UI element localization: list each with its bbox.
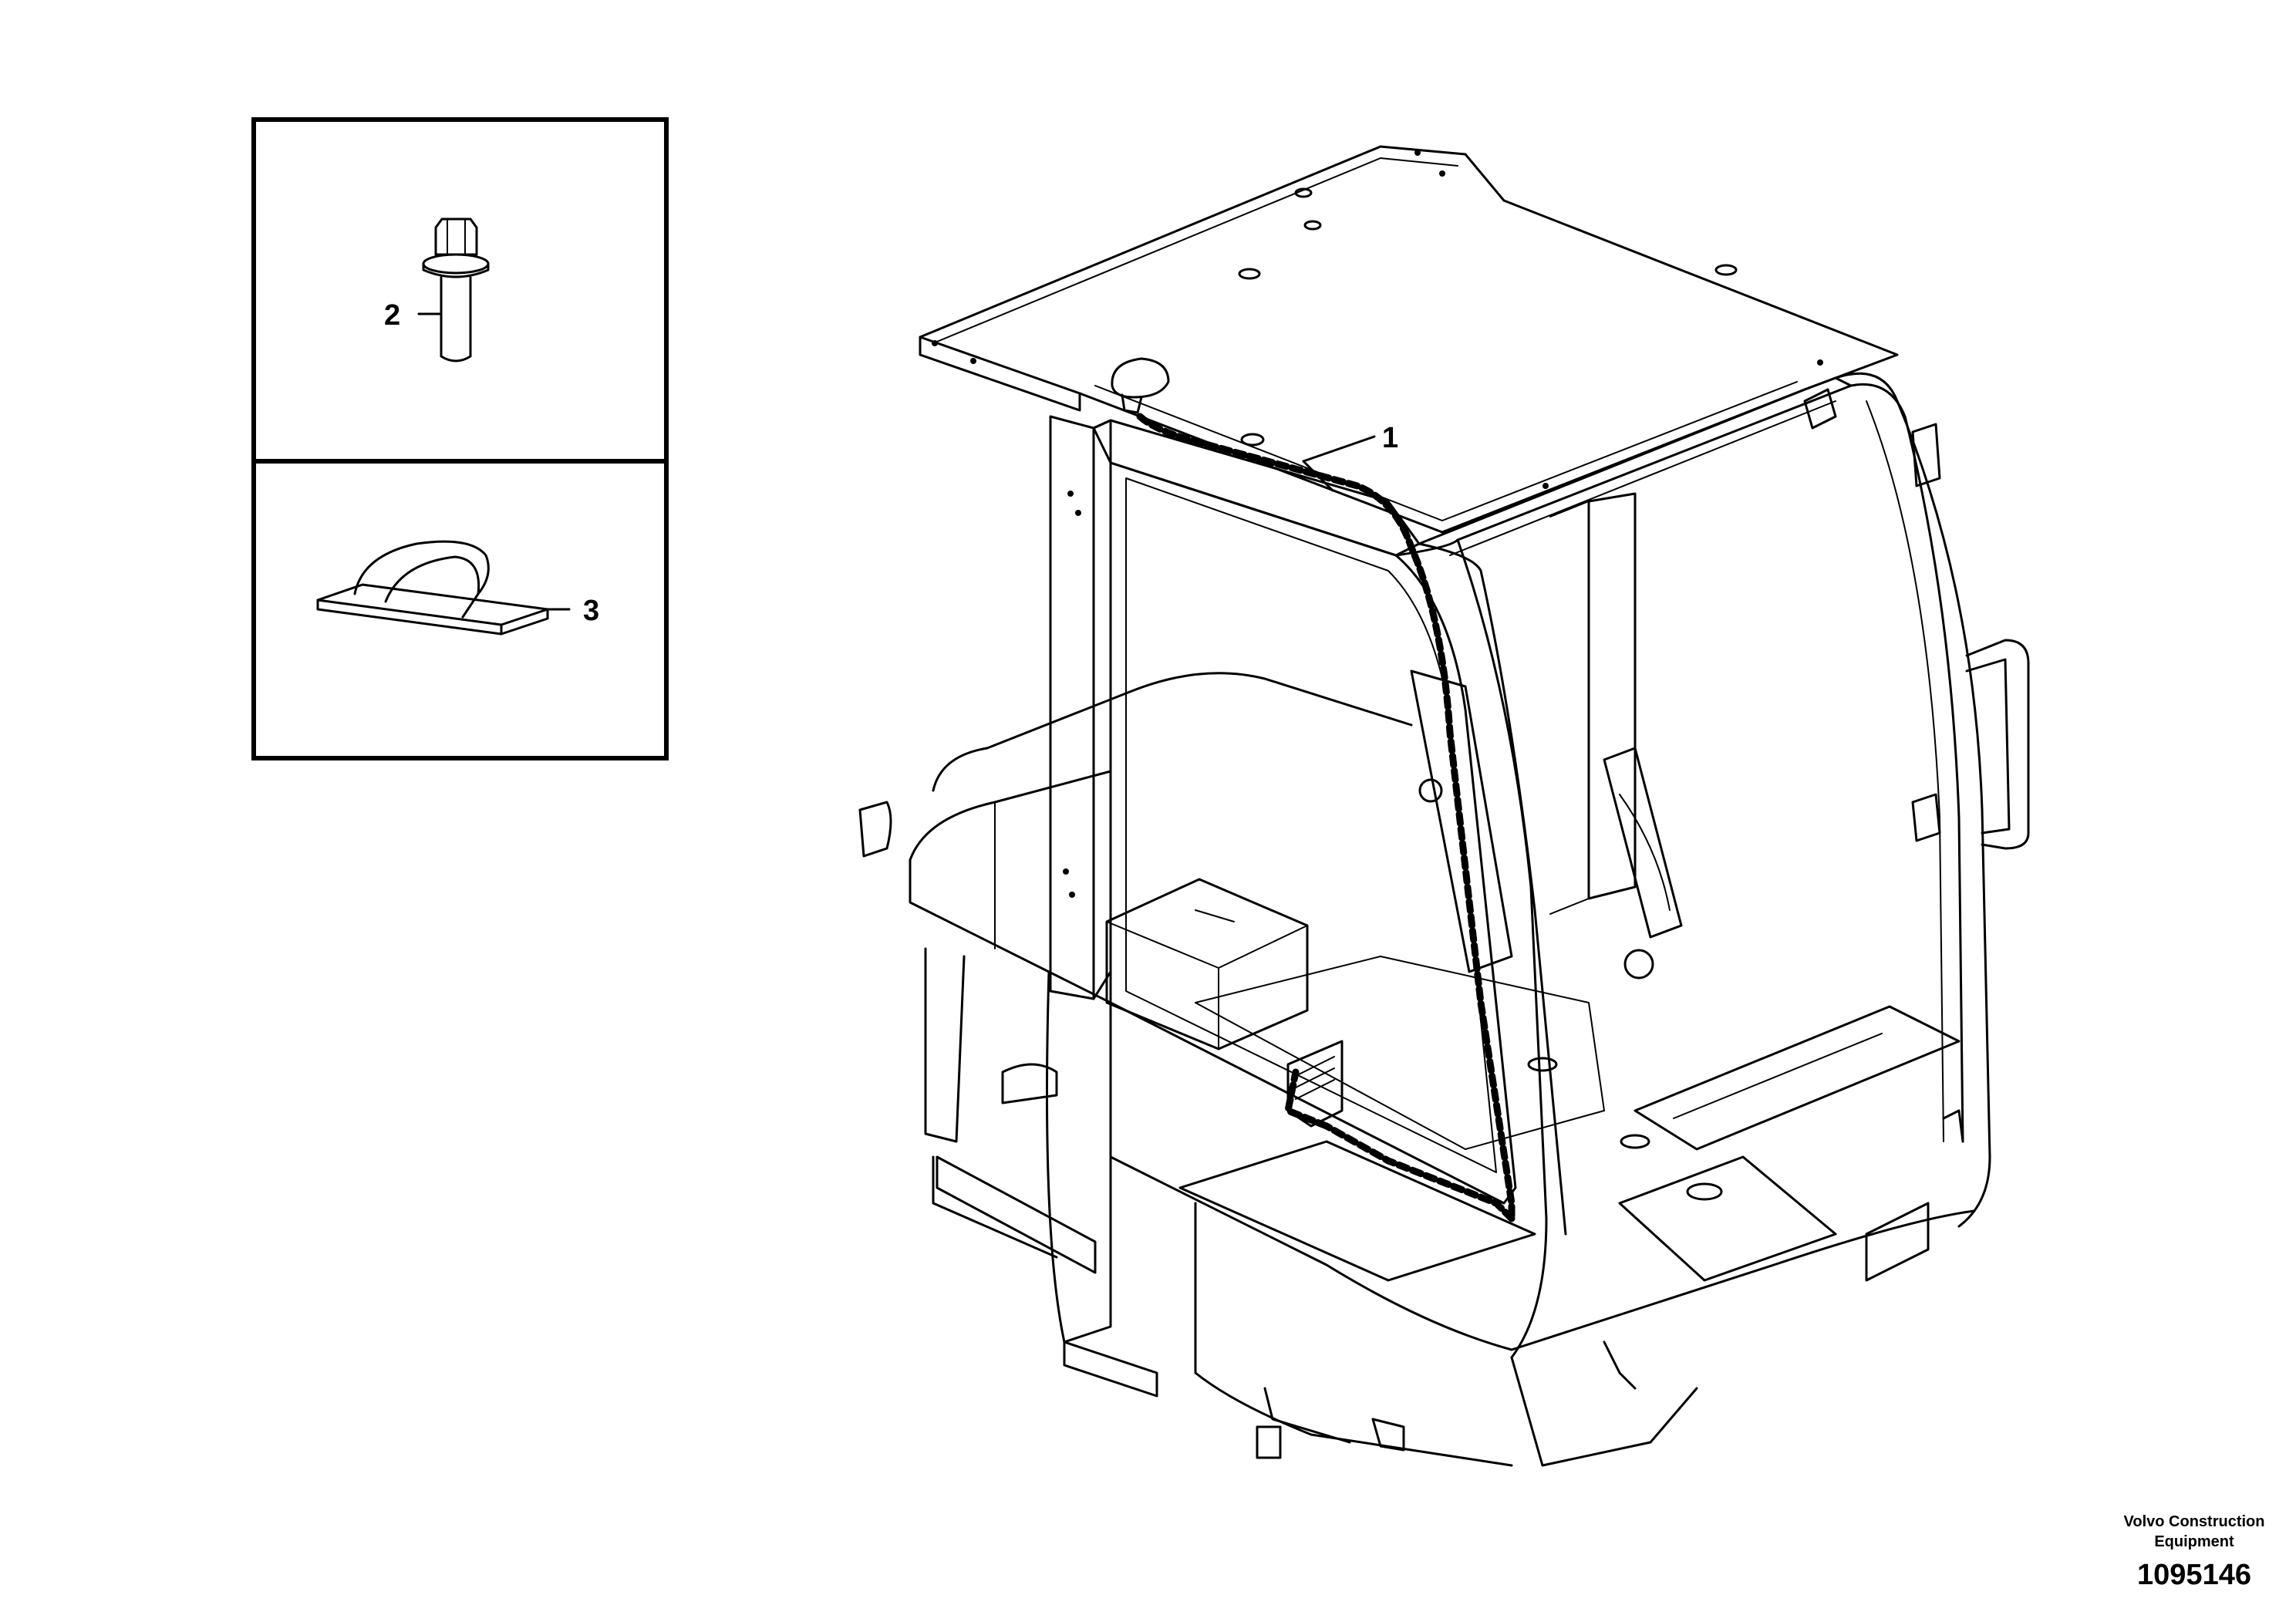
bolt-drawing — [417, 218, 490, 363]
callout-item-1: 1 — [1382, 422, 1398, 454]
credit-block: Volvo Construction Equipment 1095146 — [2067, 1512, 2296, 1592]
company-name: Volvo Construction Equipment — [2123, 1513, 2265, 1550]
leader-lines — [1302, 435, 1376, 492]
callout-item-3: 3 — [583, 595, 599, 627]
callout-item-2: 2 — [384, 299, 400, 332]
part-number: 1095146 — [2137, 1559, 2251, 1591]
detail-panel — [251, 117, 669, 760]
clip-drawing — [316, 540, 571, 636]
cable-harness-drawing — [1136, 413, 1515, 1222]
cab-frame-drawing — [858, 145, 2030, 1467]
